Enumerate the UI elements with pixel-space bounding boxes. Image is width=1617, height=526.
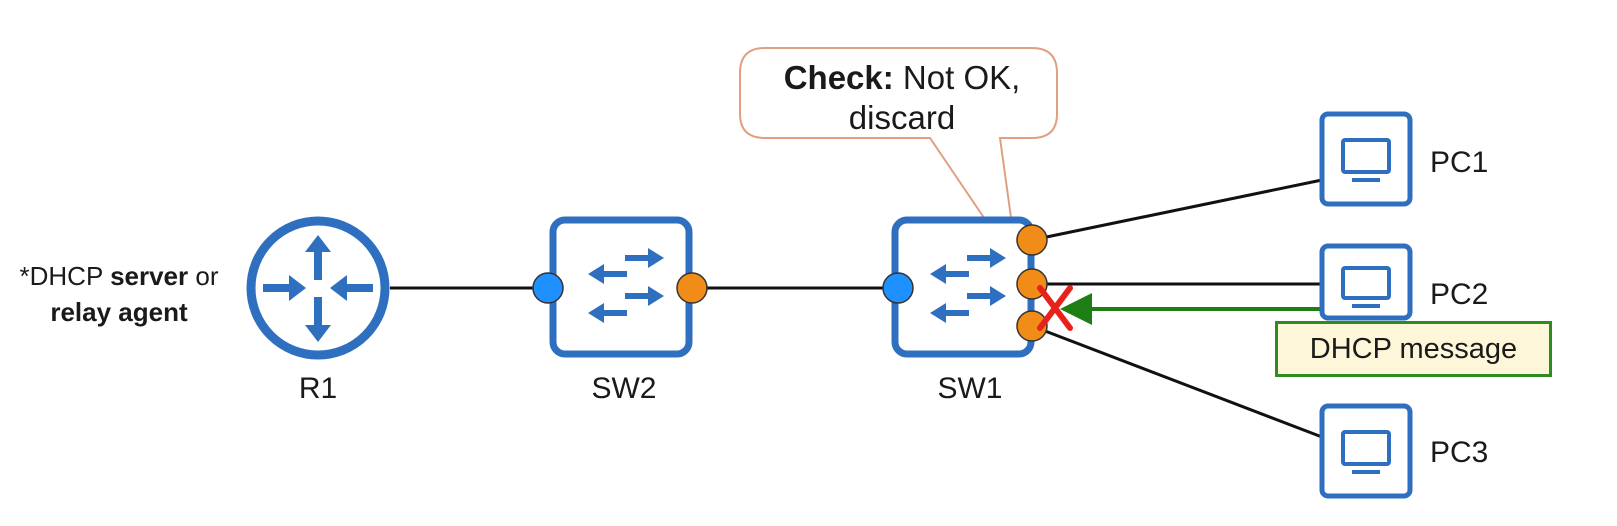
switch-arrows-icon bbox=[588, 248, 664, 323]
callout-bold: Check: bbox=[783, 59, 894, 96]
server-note-line-2: relay agent bbox=[0, 294, 238, 330]
label-sw1: SW1 bbox=[937, 372, 1002, 405]
callout-line-1: Check: Not OK, bbox=[742, 58, 1062, 98]
links bbox=[390, 178, 1323, 439]
switch-arrows-icon bbox=[930, 248, 1006, 323]
label-pc2: PC2 bbox=[1430, 278, 1488, 311]
pc-pc1[interactable] bbox=[1319, 111, 1413, 207]
discard-x-icon bbox=[1037, 285, 1073, 331]
pc-pc3[interactable] bbox=[1319, 403, 1413, 499]
monitor-icon bbox=[1341, 266, 1391, 308]
router-r1[interactable] bbox=[246, 216, 390, 360]
callout-bubble bbox=[739, 47, 1058, 269]
port-sw2-untrusted[interactable] bbox=[676, 272, 708, 304]
server-note-mid: or bbox=[188, 261, 219, 291]
monitor-icon bbox=[1341, 138, 1391, 182]
callout-status: Not OK, bbox=[893, 59, 1021, 96]
switch-sw1[interactable] bbox=[891, 216, 1035, 358]
server-note-bold-1: server bbox=[110, 261, 189, 291]
server-note-bold-2: relay agent bbox=[50, 297, 188, 327]
label-pc1: PC1 bbox=[1430, 146, 1488, 179]
port-sw2-trusted[interactable] bbox=[532, 272, 564, 304]
label-sw2: SW2 bbox=[591, 372, 656, 405]
router-arrows-icon bbox=[263, 235, 373, 342]
server-note: *DHCP server or relay agent bbox=[0, 258, 238, 330]
port-sw1-untrusted-1[interactable] bbox=[1016, 224, 1048, 256]
ports bbox=[532, 224, 1048, 342]
callout-text: Check: Not OK, discard bbox=[742, 58, 1062, 138]
port-sw1-trusted[interactable] bbox=[882, 272, 914, 304]
server-note-prefix: *DHCP bbox=[19, 261, 111, 291]
label-pc3: PC3 bbox=[1430, 436, 1488, 469]
label-r1: R1 bbox=[299, 372, 337, 405]
dhcp-message-label: DHCP message bbox=[1275, 321, 1552, 377]
monitor-icon bbox=[1341, 430, 1391, 474]
link-sw1-pc1 bbox=[1031, 178, 1323, 242]
server-note-line-1: *DHCP server or bbox=[0, 258, 238, 294]
port-sw1-untrusted-3[interactable] bbox=[1016, 310, 1048, 342]
link-sw1-pc3 bbox=[1031, 324, 1323, 439]
switch-sw2[interactable] bbox=[549, 216, 693, 358]
pc-pc2[interactable] bbox=[1319, 243, 1413, 321]
callout-line-2: discard bbox=[848, 99, 956, 136]
